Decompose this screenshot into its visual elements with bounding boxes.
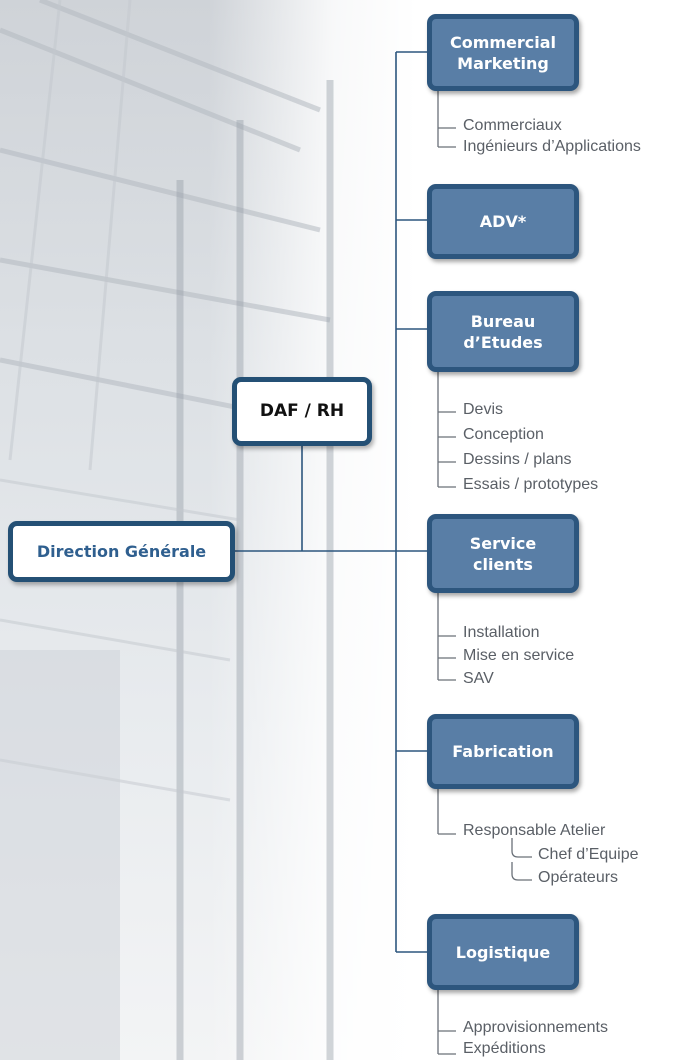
- daf-rh-box: DAF / RH: [232, 377, 372, 446]
- dept-commercial-marketing-box: Commercial Marketing: [427, 14, 579, 91]
- subitem-expeditions: Expéditions: [463, 1040, 546, 1057]
- dept-commercial-title-2: Marketing: [457, 53, 549, 73]
- dept-bureau-title-2: d’Etudes: [463, 332, 543, 352]
- dept-bureau-etudes-box: Bureau d’Etudes: [427, 291, 579, 372]
- subitem-devis: Devis: [463, 401, 504, 418]
- subitem-dessins-plans: Dessins / plans: [463, 451, 572, 468]
- subitem-installation: Installation: [463, 624, 540, 641]
- subitem-operateurs: Opérateurs: [538, 869, 619, 886]
- subitem-mise-en-service: Mise en service: [463, 647, 575, 664]
- subitem-sav: SAV: [463, 670, 494, 687]
- dept-bureau-title-1: Bureau: [470, 311, 536, 331]
- subitem-approvisionnements: Approvisionnements: [463, 1019, 608, 1036]
- dept-fabrication-title: Fabrication: [452, 742, 554, 761]
- subitem-chef-equipe: Chef d’Equipe: [538, 846, 639, 863]
- subitem-ingenieurs-applications: Ingénieurs d’Applications: [463, 138, 641, 155]
- dept-logistique-title: Logistique: [455, 942, 551, 962]
- dept-service-clients-box: Service clients: [427, 514, 579, 593]
- dept-fabrication-box: Fabrication: [427, 714, 579, 789]
- dept-adv-box: ADV*: [427, 184, 579, 259]
- direction-generale-label: Direction Générale: [36, 542, 207, 561]
- subitem-commerciaux: Commerciaux: [463, 117, 562, 134]
- direction-generale-box: Direction Générale: [8, 521, 235, 582]
- dept-service-title-1: Service: [469, 533, 537, 553]
- subitem-conception: Conception: [463, 426, 544, 443]
- daf-rh-label: DAF / RH: [259, 401, 345, 421]
- dept-commercial-title-1: Commercial: [449, 32, 557, 52]
- dept-service-title-2: clients: [473, 554, 533, 574]
- dept-logistique-box: Logistique: [427, 914, 579, 990]
- dept-adv-title: ADV*: [479, 212, 527, 231]
- subitem-responsable-atelier: Responsable Atelier: [463, 822, 606, 839]
- subitem-essais-prototypes: Essais / prototypes: [463, 476, 599, 493]
